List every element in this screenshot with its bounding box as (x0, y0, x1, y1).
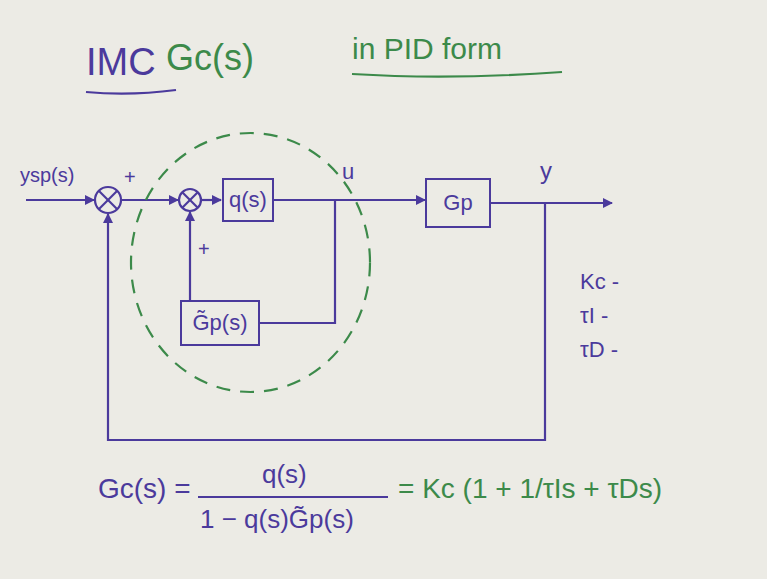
signal-name: u (342, 160, 354, 184)
dashed-ellipse (128, 130, 373, 395)
block-label: q(s) (229, 187, 267, 213)
signal-wire (260, 200, 335, 323)
block: Gp (425, 178, 491, 228)
sign: + (124, 166, 136, 188)
block-label: Gp (443, 190, 472, 216)
dashed-boundary: Gc(s)q(s)G̃p(s) (128, 130, 373, 395)
input-wire (26, 199, 94, 201)
underline (86, 90, 176, 94)
sign: + (198, 238, 210, 260)
title: IMC (86, 42, 156, 84)
fraction-bar (198, 496, 388, 498)
equation: q(s) (262, 460, 307, 489)
subtitle: in PID form (352, 32, 502, 65)
equation: = Kc (1 + 1/τIs + τDs) (398, 474, 662, 505)
block-label: G̃p(s) (193, 310, 248, 336)
underline (352, 72, 562, 77)
parameter: Kc - (580, 270, 619, 294)
parameter: τI - (580, 304, 608, 328)
parameter: τD - (580, 338, 618, 362)
output-wire (491, 202, 612, 204)
signal-name: ysp(s) (20, 164, 74, 186)
signal-name: y (540, 158, 552, 184)
summing-junction (179, 189, 201, 211)
summing-junction (95, 187, 121, 213)
wire (201, 199, 221, 201)
boundary-heading: Gc(s) (166, 38, 254, 78)
feedback-wire (108, 203, 545, 440)
wire (121, 199, 178, 201)
wire (189, 212, 191, 300)
equation: 1 − q(s)G̃p(s) (200, 505, 354, 534)
block: G̃p(s) (180, 300, 260, 346)
equation: Gc(s) = (98, 474, 191, 505)
block: q(s) (222, 178, 274, 222)
